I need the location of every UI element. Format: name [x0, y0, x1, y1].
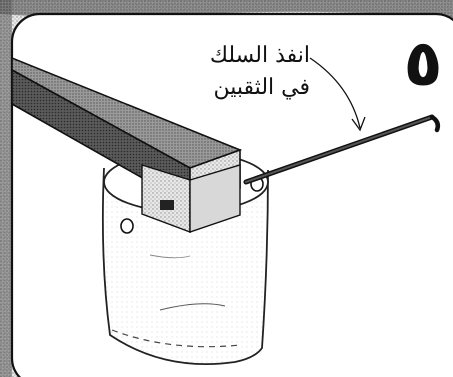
step-number: ٥ — [398, 32, 448, 96]
caption: انفذ السلك في الثقبين — [170, 40, 310, 104]
caption-line-2: في الثقبين — [170, 72, 310, 104]
caption-line-1: انفذ السلك — [170, 40, 310, 72]
